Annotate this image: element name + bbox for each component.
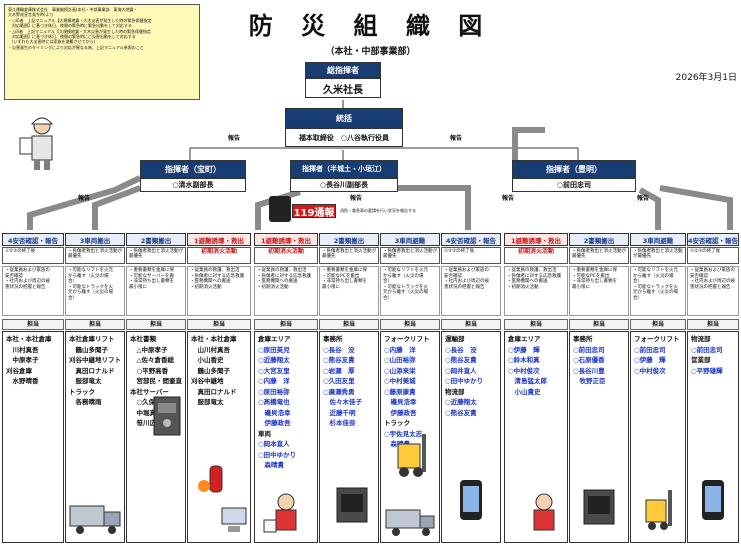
- col-tanto: 担当: [2, 319, 64, 330]
- col-tasks: ・従業員の救護、救出活・負傷者に対する応急救護・医務機関への搬送・初期消火活動: [187, 266, 251, 316]
- col-people: 倉庫エリア○伊藤 輝○鈴木和真○中村俊次 清島猛太郎 小山貴史: [504, 331, 568, 543]
- leader-name-takaramachi: ○清水副部長: [140, 178, 246, 192]
- col-sub: 初期消火活動: [187, 247, 251, 264]
- safe-icon: [153, 396, 181, 436]
- col-sub: ①②③の終了後: [441, 247, 501, 264]
- col-tasks: ・重要書類を金庫に保・可能なサーバーを搬・非常持ち出し書類を最小限に: [126, 266, 186, 316]
- col-tasks: ・重要書類を金庫に保・可能なPCを搬出・非常持ち出し書類を最小限に: [569, 266, 629, 316]
- col-tasks: ・可能なリフトを火元から離す（火災の場合）・可能なトラックを火元から離す（火災の…: [65, 266, 125, 316]
- overall-label: 統括: [285, 108, 403, 128]
- note-line: ・災害発生のタイミングにより対応が異なる為、上記マニュアル参照のこと: [8, 44, 144, 50]
- col-sub: ・負傷者救出と消火活動が最優先: [319, 247, 379, 264]
- col-head: 2書類搬出: [319, 233, 379, 246]
- policy-note: 東久運輸倉庫株式会社 事業継続計画(本社・中部事業部 東海大地震・ 大木警戒宣言…: [4, 4, 200, 100]
- col-tasks: ・可能なリフトを火元から離す（火災の場合）・可能なトラックを火元から離す（火災の…: [380, 266, 440, 316]
- col-tasks: ・従業員および家族の安否確認・社内および周辺の被害状況の把握と報告: [687, 266, 739, 316]
- col-sub: ・負傷者救出と消火活動が最優先: [569, 247, 629, 264]
- col-sub: ・負傷者救出と消火活動が最優先: [126, 247, 186, 264]
- truck-icon: [385, 509, 435, 536]
- forklift-icon: [397, 434, 426, 477]
- col-tasks: ・従業員の救護、救出活・負傷者に対する応急救護・医務機関への搬送・初期消火活動: [254, 266, 318, 316]
- commander-name: 久米社長: [305, 78, 381, 98]
- note-line: 大木警戒宣言発令時)より: [8, 12, 54, 18]
- col-head: 4安否確認・報告: [687, 233, 739, 246]
- report-label: 報告: [78, 195, 91, 202]
- col-head: 1避難誘導・救出: [187, 233, 251, 246]
- computer-icon: [221, 507, 247, 532]
- leader-label-hanjo: 指揮者（半城土・小垣江）: [290, 160, 398, 178]
- col-tasks: ・従業員および家族の安否確認・社内および周辺の被害状況の把握と報告: [441, 266, 501, 316]
- note-line: ・△印者 上記マニュアル【大規模地震・大木災害が発生した時の緊急保健指定: [8, 28, 151, 34]
- truck-icon: [69, 505, 121, 534]
- col-sub: ・負傷者救出と消火活動が最優先: [65, 247, 125, 264]
- col-tanto: 担当: [569, 319, 629, 330]
- emergency-call-label: 119通報: [292, 204, 336, 219]
- page-subtitle: （本社・中部事業部）: [325, 47, 416, 57]
- col-tanto: 担当: [441, 319, 501, 330]
- col-tanto: 担当: [126, 319, 186, 330]
- col-head: 3車両避難: [380, 233, 440, 246]
- col-people: フォークリフト○内藤 洋○山田裕弥○山添来栄○中村美城○藤原康貴 磯貝浩幸 伊藤…: [380, 331, 440, 543]
- col-tanto: 担当: [380, 319, 440, 330]
- note-line: 対応範囲】に基づき休日、夜間の緊急時にご災害出動をして対応する: [8, 34, 136, 40]
- smartphone-icon: [460, 480, 482, 520]
- phone-icon: [269, 196, 291, 222]
- report-label: 報告: [502, 195, 515, 202]
- firefighter-icon: [533, 493, 555, 531]
- commander-label: 総指揮者: [305, 62, 381, 78]
- col-tasks: ・可能なリフトを火元から離す（火災の場合）・可能なトラックを火元から離す（火災の…: [630, 266, 686, 316]
- col-tasks: ・重要書類を金庫に保・可能なPCを搬出・非常持ち出し書類を最小限に: [319, 266, 379, 316]
- col-head: 3車両搬出: [65, 233, 125, 246]
- forklift-icon: [645, 490, 672, 530]
- leader-name-toyoake: ○前田忠司: [512, 178, 636, 192]
- col-tanto: 担当: [319, 319, 379, 330]
- col-people: 本社・本社倉庫 山川村真吾 小山香史 鶴山多聞子刈谷中継地 真田ロナルド 服部竜…: [187, 331, 251, 543]
- col-sub: 初期消火活動: [254, 247, 318, 264]
- col-head: 3車両避難: [630, 233, 686, 246]
- firefighter-icon: [263, 493, 297, 533]
- col-head: 1避難誘導・救出: [254, 233, 318, 246]
- col-tanto: 担当: [254, 319, 318, 330]
- note-line: 対応範囲】に基づき休日、夜間の緊急時に緊急出動をして対応する: [8, 23, 132, 29]
- col-head: 4安否確認・報告: [2, 233, 64, 246]
- col-tanto: 担当: [630, 319, 686, 330]
- col-tasks: ・従業員の救護、救出活・負傷者に対する応急救護・医務機関への搬送・初期消火活動: [504, 266, 568, 316]
- col-head: 2書類搬出: [569, 233, 629, 246]
- note-line: 東久運輸倉庫株式会社 事業継続計画(本社・中部事業部 東海大地震・: [8, 7, 138, 12]
- col-tasks: ・従業員および家族の安否確認・社内および周辺の被害状況の把握と報告: [2, 266, 64, 316]
- col-head: 1避難誘導・救出: [504, 233, 568, 246]
- col-sub: 初期消火活動: [504, 247, 568, 264]
- leader-label-takaramachi: 指揮者（宝町）: [140, 160, 246, 178]
- note-line: ・○印者 上記マニュアル【大規模地震・大木災害が発生した時の緊急保健指定: [8, 17, 152, 23]
- col-people: 本社・本社倉庫 川村真吾 中原孝子刈谷倉庫 水野晴香: [2, 331, 64, 543]
- fire-extinguisher-icon: [198, 465, 223, 493]
- smartphone-icon: [702, 480, 724, 520]
- col-sub: ①②③の終了後: [2, 247, 64, 264]
- emergency-call-text: 消防・救急車の要請を行い状況を報告する: [340, 208, 416, 213]
- leader-label-toyoake: 指揮者（豊明）: [512, 160, 636, 178]
- report-label: 報告: [350, 195, 363, 202]
- col-tanto: 担当: [65, 319, 125, 330]
- worker-avatar: [19, 117, 54, 170]
- col-tanto: 担当: [187, 319, 251, 330]
- col-tanto: 担当: [687, 319, 739, 330]
- col-sub: ・負傷者救出と消火活動が最優先: [380, 247, 440, 264]
- overall-name: 福本取締役 ○八谷執行役員: [285, 128, 403, 147]
- col-head: 2書類搬出: [126, 233, 186, 246]
- col-tanto: 担当: [504, 319, 568, 330]
- page-title: 防 災 組 織 図: [248, 12, 493, 40]
- issue-date: 2026年3月1日: [675, 73, 737, 83]
- report-label: 報告: [450, 135, 463, 142]
- safe-icon: [583, 489, 615, 525]
- report-label: 報告: [228, 135, 241, 142]
- col-head: 4安否確認・報告: [441, 233, 501, 246]
- report-label: 報告: [637, 195, 650, 202]
- leader-name-hanjo: ○長谷川副部長: [290, 178, 398, 192]
- col-people: 本社書類 △中原孝子 △佐々倉香総 ○平野高香 宮部民・間壷直本社サーバー ○久…: [126, 331, 186, 543]
- safe-icon: [336, 487, 368, 523]
- col-sub: ・負傷者救出と消火活動が最優先: [630, 247, 686, 264]
- col-sub: ①②③の終了後: [687, 247, 739, 264]
- note-line: (いずれも大災害時には家族を避難させてから): [8, 39, 96, 45]
